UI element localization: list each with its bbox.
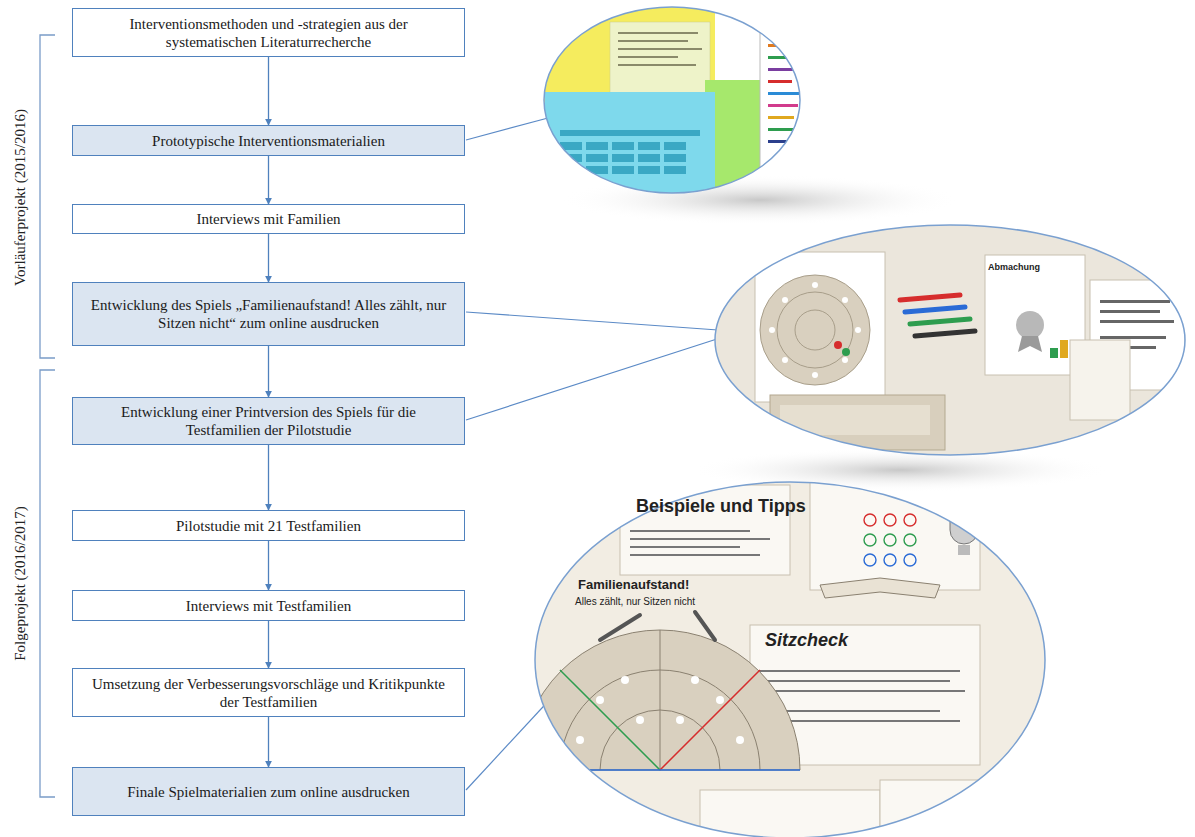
flow-arrow xyxy=(268,156,269,204)
ellipse-frame xyxy=(535,482,1045,837)
phase-bracket xyxy=(40,35,55,797)
process-box: Umsetzung der Verbesserungsvorschläge un… xyxy=(72,668,465,717)
phase-label: Folgeprojekt (2016/2017) xyxy=(12,506,29,661)
process-box: Finale Spielmaterialien zum online ausdr… xyxy=(72,767,465,816)
page-heading: Beispiele und Tipps xyxy=(636,496,806,516)
flow-arrow xyxy=(268,234,269,282)
box-text: Finale Spielmaterialien zum online ausdr… xyxy=(117,779,419,805)
process-box: Pilotstudie mit 21 Testfamilien xyxy=(72,510,465,541)
phase-label: Vorläuferprojekt (2015/2016) xyxy=(12,109,29,286)
process-box: Interventionsmethoden und -strategien au… xyxy=(72,8,465,57)
final-materials-picture xyxy=(520,478,1050,837)
box-text: Entwicklung des Spiels „Familienaufstand… xyxy=(73,292,464,336)
process-box: Entwicklung des Spiels „Familienaufstand… xyxy=(72,282,465,346)
box-text: Entwicklung einer Printversion des Spiel… xyxy=(73,399,464,443)
prototype-materials-picture xyxy=(540,0,820,212)
box-text: Interviews mit Testfamilien xyxy=(176,593,361,619)
game-title: Familienaufstand! xyxy=(578,577,689,592)
flow-arrow xyxy=(268,541,269,590)
flow-arrow xyxy=(268,57,269,125)
process-box: Interviews mit Familien xyxy=(72,204,465,234)
game-subtitle: Alles zählt, nur Sitzen nicht xyxy=(575,596,695,608)
box-text: Prototypische Interventionsmaterialien xyxy=(142,128,395,154)
box-text: Pilotstudie mit 21 Testfamilien xyxy=(166,513,371,539)
process-box: Prototypische Interventionsmaterialien xyxy=(72,125,465,156)
page-heading: Sitzcheck xyxy=(765,630,848,650)
box-text: Interventionsmethoden und -strategien au… xyxy=(73,11,464,55)
ellipse-frame xyxy=(715,225,1185,455)
process-box: Entwicklung einer Printversion des Spiel… xyxy=(72,397,465,445)
box-text: Umsetzung der Verbesserungsvorschläge un… xyxy=(73,671,464,715)
print-version-picture xyxy=(710,220,1190,460)
ellipse-frame xyxy=(544,7,800,193)
process-box: Interviews mit Testfamilien xyxy=(72,590,465,621)
flow-arrow xyxy=(268,717,269,767)
page-heading: Abmachung xyxy=(988,262,1040,273)
flow-arrow xyxy=(268,445,269,510)
box-text: Interviews mit Familien xyxy=(186,206,350,232)
flow-arrow xyxy=(268,621,269,668)
flow-arrow xyxy=(268,346,269,397)
